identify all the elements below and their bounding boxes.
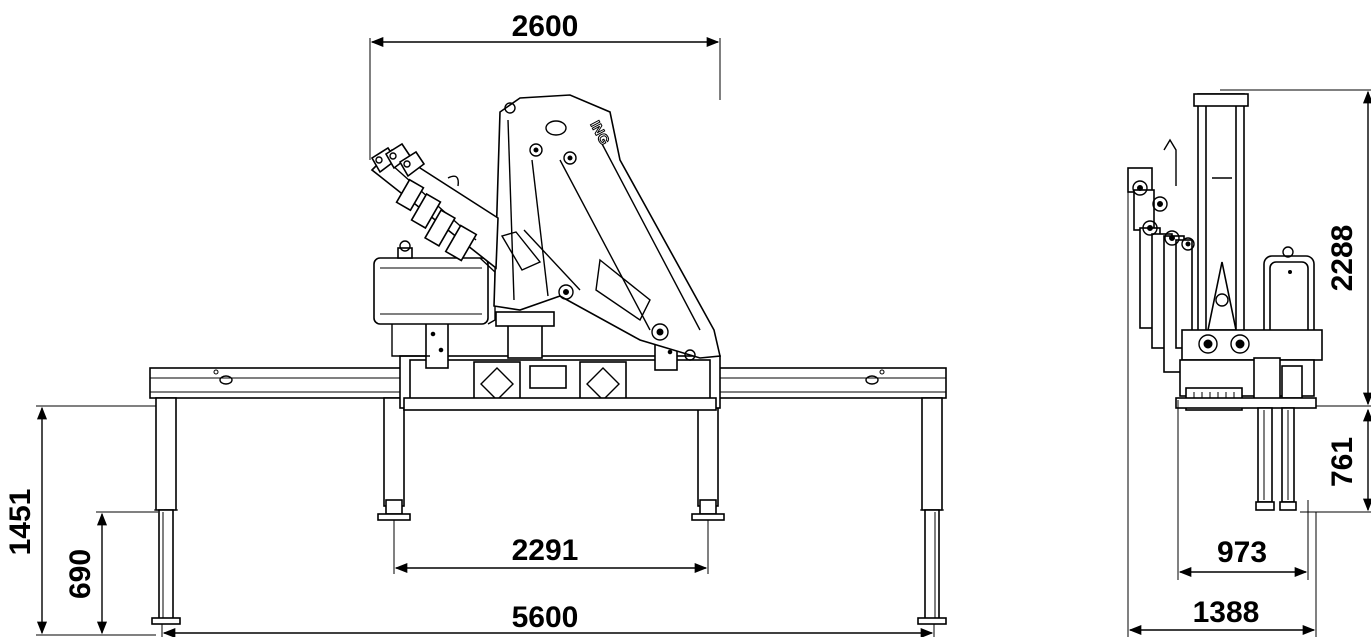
dimension-outer-width: 1388 xyxy=(1127,170,1317,637)
crane-base xyxy=(399,311,721,411)
folded-jib xyxy=(370,142,499,270)
dim-label-1451: 1451 xyxy=(4,489,37,556)
dimension-inner-span: 2291 xyxy=(393,520,709,574)
inner-leg-right xyxy=(691,397,725,521)
dimension-inner-width: 973 xyxy=(1177,400,1309,580)
dimension-stroke-height: 690 xyxy=(64,511,158,635)
mounting-hole-icon xyxy=(219,375,233,385)
dimension-overall-height: 1451 xyxy=(4,405,156,636)
side-oil-tank xyxy=(1263,246,1315,349)
dimension-boom-width: 2600 xyxy=(369,10,721,160)
side-column xyxy=(1193,93,1249,363)
dim-label-2288: 2288 xyxy=(1326,225,1359,292)
outer-leg-left xyxy=(151,397,181,625)
dim-label-761: 761 xyxy=(1326,437,1359,487)
dim-label-1388: 1388 xyxy=(1193,596,1260,629)
inner-leg-left xyxy=(377,397,411,521)
dim-label-690: 690 xyxy=(64,549,97,599)
mounting-hole-icon xyxy=(865,375,879,385)
front-view: 2600 xyxy=(4,10,947,637)
side-view: 2288 761 xyxy=(1127,89,1371,637)
dimension-base-height: 761 xyxy=(1300,408,1371,513)
side-legs xyxy=(1255,407,1297,511)
dim-label-5600: 5600 xyxy=(512,601,579,634)
side-folded-jib xyxy=(1127,138,1195,373)
dimension-outer-span: 5600 xyxy=(161,601,935,637)
crane-column: ING xyxy=(493,94,721,361)
dimension-total-height: 2288 xyxy=(1220,89,1371,407)
outer-leg-right xyxy=(917,397,947,625)
dim-label-973: 973 xyxy=(1217,536,1267,569)
side-base xyxy=(1175,329,1323,411)
dim-label-2600: 2600 xyxy=(512,10,579,43)
dim-label-2291: 2291 xyxy=(512,534,579,567)
